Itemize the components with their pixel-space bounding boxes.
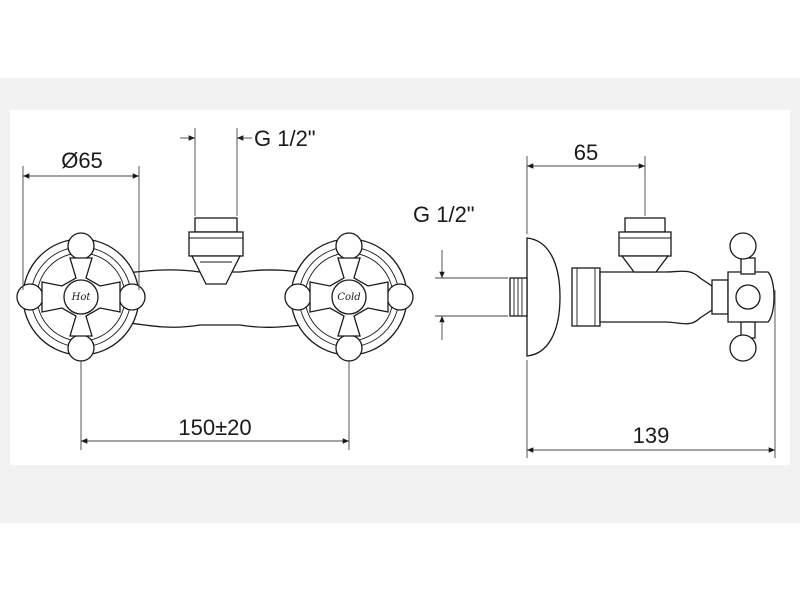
side-thread-label: G 1/2"	[413, 202, 475, 227]
side-body	[599, 270, 713, 325]
front-thread-dimension: G 1/2"	[180, 126, 316, 216]
hot-label: Hot	[71, 292, 92, 303]
side-handle	[711, 232, 775, 362]
overall-dimension: 139	[526, 290, 776, 458]
cold-label: Cold	[337, 292, 360, 303]
overall-label: 139	[633, 423, 670, 448]
depth-dimension: 65	[526, 140, 646, 234]
depth-label: 65	[574, 140, 598, 165]
diameter-dimension: Ø65	[22, 148, 140, 290]
cold-handle: Cold	[284, 232, 414, 362]
spacing-dimension: 150±20	[80, 360, 350, 450]
front-outlet-nut	[188, 217, 244, 285]
front-view: Hot Cold Ø65 G 1/2"	[16, 126, 414, 450]
side-view: 65 G 1/2" 139	[413, 140, 776, 458]
side-nut	[571, 267, 601, 327]
side-thread-dimension: G 1/2"	[413, 202, 508, 340]
threaded-inlet	[509, 277, 528, 317]
spacing-label: 150±20	[178, 415, 251, 440]
diameter-label: Ø65	[61, 148, 103, 173]
hot-handle: Hot	[16, 232, 146, 362]
front-thread-label: G 1/2"	[254, 126, 316, 151]
wall-flange	[526, 237, 561, 357]
side-outlet-nut	[618, 217, 672, 273]
